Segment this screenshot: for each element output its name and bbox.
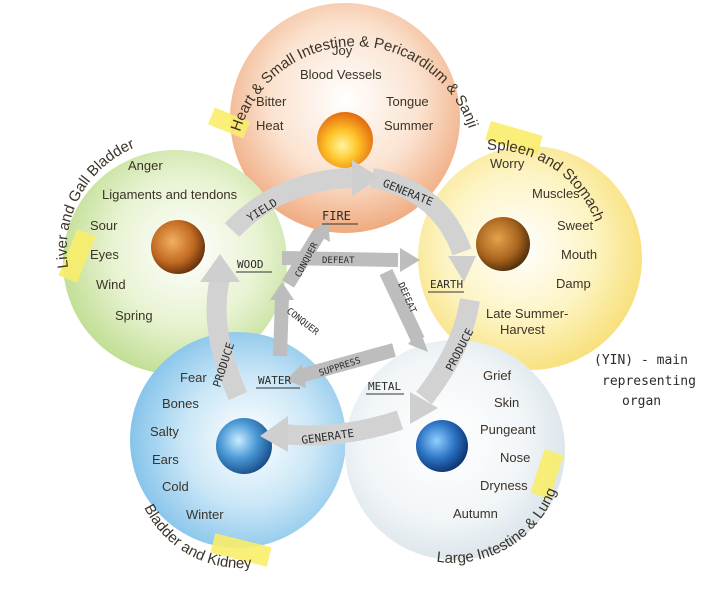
metal-item: Dryness xyxy=(480,478,528,493)
fire-item: Tongue xyxy=(386,94,429,109)
wood-item: Spring xyxy=(115,308,153,323)
wood-item: Sour xyxy=(90,218,118,233)
mars-orb-icon xyxy=(476,217,530,271)
water-item: Cold xyxy=(162,479,189,494)
earth-item: Damp xyxy=(556,276,591,291)
fire-item: Bitter xyxy=(256,94,287,109)
conquer-left-label: CONQUER xyxy=(284,306,321,338)
yield-arrow xyxy=(224,168,353,238)
conquer-top-arrow xyxy=(282,228,326,288)
metal-item: Grief xyxy=(483,368,512,383)
fire-item: Joy xyxy=(332,43,353,58)
wood-item: Eyes xyxy=(90,247,119,262)
produce-right-arrow xyxy=(416,298,480,405)
metal-item: Skin xyxy=(494,395,519,410)
note-line-2: representing xyxy=(602,374,696,389)
fire-item: Summer xyxy=(384,118,434,133)
jupiter-orb-icon xyxy=(151,220,205,274)
earth-item: Mouth xyxy=(561,247,597,262)
blue-orb-icon xyxy=(216,418,272,474)
generate-top-arrow xyxy=(370,168,472,256)
earth-item: Worry xyxy=(490,156,525,171)
wood-item: Ligaments and tendons xyxy=(102,187,238,202)
earth-orb-icon xyxy=(416,420,468,472)
wood-item: Wind xyxy=(96,277,126,292)
conquer-left-arrow xyxy=(273,297,289,357)
fire-label: FIRE xyxy=(322,209,351,223)
note-line-3: organ xyxy=(622,394,661,409)
metal-item: Pungeant xyxy=(480,422,536,437)
water-item: Bones xyxy=(162,396,199,411)
earth-item: Harvest xyxy=(500,322,545,337)
water-label: WATER xyxy=(258,374,291,387)
earth-item: Muscles xyxy=(532,186,580,201)
wood-label: WOOD xyxy=(237,258,264,271)
metal-item: Autumn xyxy=(453,506,498,521)
water-item: Ears xyxy=(152,452,179,467)
wood-item: Anger xyxy=(128,158,163,173)
metal-item: Nose xyxy=(500,450,530,465)
sun-orb-icon xyxy=(317,112,373,168)
fire-item: Blood Vessels xyxy=(300,67,382,82)
produce-left-arrow xyxy=(206,275,248,401)
water-item: Salty xyxy=(150,424,179,439)
water-item: Fear xyxy=(180,370,207,385)
generate-bottom-arrow xyxy=(280,410,404,446)
suppress-arrow xyxy=(298,343,396,383)
earth-item: Sweet xyxy=(557,218,594,233)
defeat-top-label: DEFEAT xyxy=(322,256,355,266)
defeat-right-arrow xyxy=(379,269,425,343)
metal-label: METAL xyxy=(368,380,401,393)
earth-label: EARTH xyxy=(430,278,463,291)
note-line-1: (YIN) - main xyxy=(594,353,688,368)
fire-item: Heat xyxy=(256,118,284,133)
water-item: Winter xyxy=(186,507,224,522)
earth-item: Late Summer- xyxy=(486,306,568,321)
